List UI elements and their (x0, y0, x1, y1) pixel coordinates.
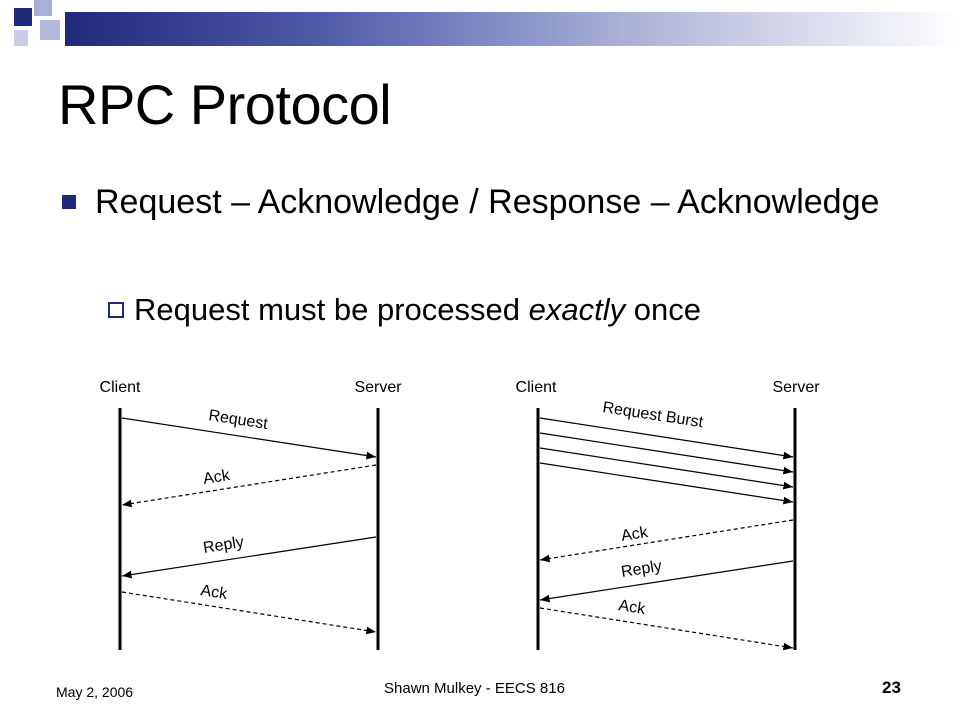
left-server-label: Server (354, 379, 402, 396)
right-ack2-label: Ack (617, 597, 647, 618)
left-ack1-label: Ack (202, 467, 232, 488)
left-ack1-arrow (121, 464, 377, 508)
right-ack1-arrow (539, 519, 794, 563)
right-burst-arrow-4 (539, 462, 794, 505)
right-reply-arrow (539, 560, 794, 603)
left-request-label: Request (207, 407, 269, 433)
slide-number: 23 (882, 678, 901, 697)
bullet-text-2-post: once (625, 292, 701, 327)
bullet-text-1: Request – Acknowledge / Response – Ackno… (95, 183, 880, 221)
right-ack1-label: Ack (620, 524, 650, 545)
left-ack2-label: Ack (199, 582, 229, 603)
left-request-arrow (121, 417, 377, 460)
header-square-mid (40, 20, 60, 40)
header-square-dark (14, 8, 32, 26)
right-server-label: Server (772, 379, 820, 396)
square-bullet-icon (62, 195, 76, 209)
right-ack2-arrow (539, 607, 794, 651)
footer-author-course: Shawn Mulkey - EECS 816 (384, 680, 565, 697)
right-burst-label: Request Burst (601, 399, 704, 431)
hollow-square-bullet-icon (108, 302, 124, 318)
bullet-text-2-pre: Request must be processed (134, 292, 529, 327)
left-client-label: Client (100, 379, 141, 396)
header-square-small (14, 30, 28, 46)
header-gradient-bar (65, 12, 960, 46)
right-client-label: Client (516, 379, 557, 396)
right-burst-arrow-1 (539, 417, 794, 460)
right-sequence-diagram: Client Server Request Burst Ack Reply Ac… (516, 379, 820, 651)
bullet-text-2: Request must be processed exactly once (134, 290, 701, 330)
footer-date: May 2, 2006 (56, 684, 134, 700)
right-burst-arrow-2 (539, 432, 794, 475)
left-reply-arrow (121, 536, 377, 579)
bullet-text-2-emphasis: exactly (528, 292, 626, 327)
left-ack2-arrow (121, 591, 377, 635)
slide-title: RPC Protocol (58, 73, 392, 136)
left-reply-label: Reply (202, 534, 245, 557)
right-burst-arrow-3 (539, 447, 794, 490)
right-reply-label: Reply (620, 558, 663, 581)
left-sequence-diagram: Client Server Request Ack Reply Ack (100, 379, 402, 650)
header-square-light (34, 0, 52, 16)
